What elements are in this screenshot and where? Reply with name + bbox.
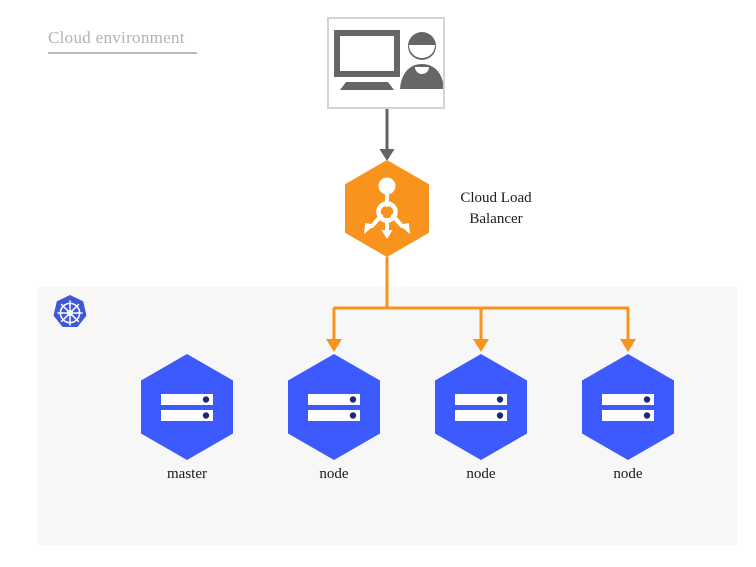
server-rack-icon [161,394,213,421]
server-rack-icon [602,394,654,421]
node-label: node [613,466,643,482]
cluster-node-1[interactable]: node [288,354,380,482]
load-balancer-label-line1: Cloud Load [460,190,532,206]
monitor-icon [334,30,400,90]
load-balancer-distribute-icon [364,177,410,239]
load-balancer-hexagon [345,160,429,257]
kubernetes-helm-glyph [57,300,83,326]
arrow-client-to-load-balancer [379,109,395,161]
node-hexagon [141,354,233,460]
user-icon [400,32,443,89]
load-balancer-label-line2: Balancer [469,211,523,227]
cluster-node-2[interactable]: node [435,354,527,482]
load-balancer-label: Cloud Load Balancer [441,188,551,230]
node-hexagon [582,354,674,460]
load-balancer-node[interactable] [345,160,429,257]
node-hexagon [435,354,527,460]
server-rack-icon [455,394,507,421]
server-rack-icon [308,394,360,421]
node-label: node [466,466,496,482]
node-label: master [167,466,207,482]
page-title: Cloud environment [48,28,185,47]
client-workstation-box[interactable] [327,17,445,109]
cluster-node-3[interactable]: node [582,354,674,482]
node-hexagon [288,354,380,460]
page-title-underline [48,52,197,54]
node-label: node [319,466,349,482]
kubernetes-logo-icon [51,294,89,332]
cluster-node-master[interactable]: master [141,354,233,482]
